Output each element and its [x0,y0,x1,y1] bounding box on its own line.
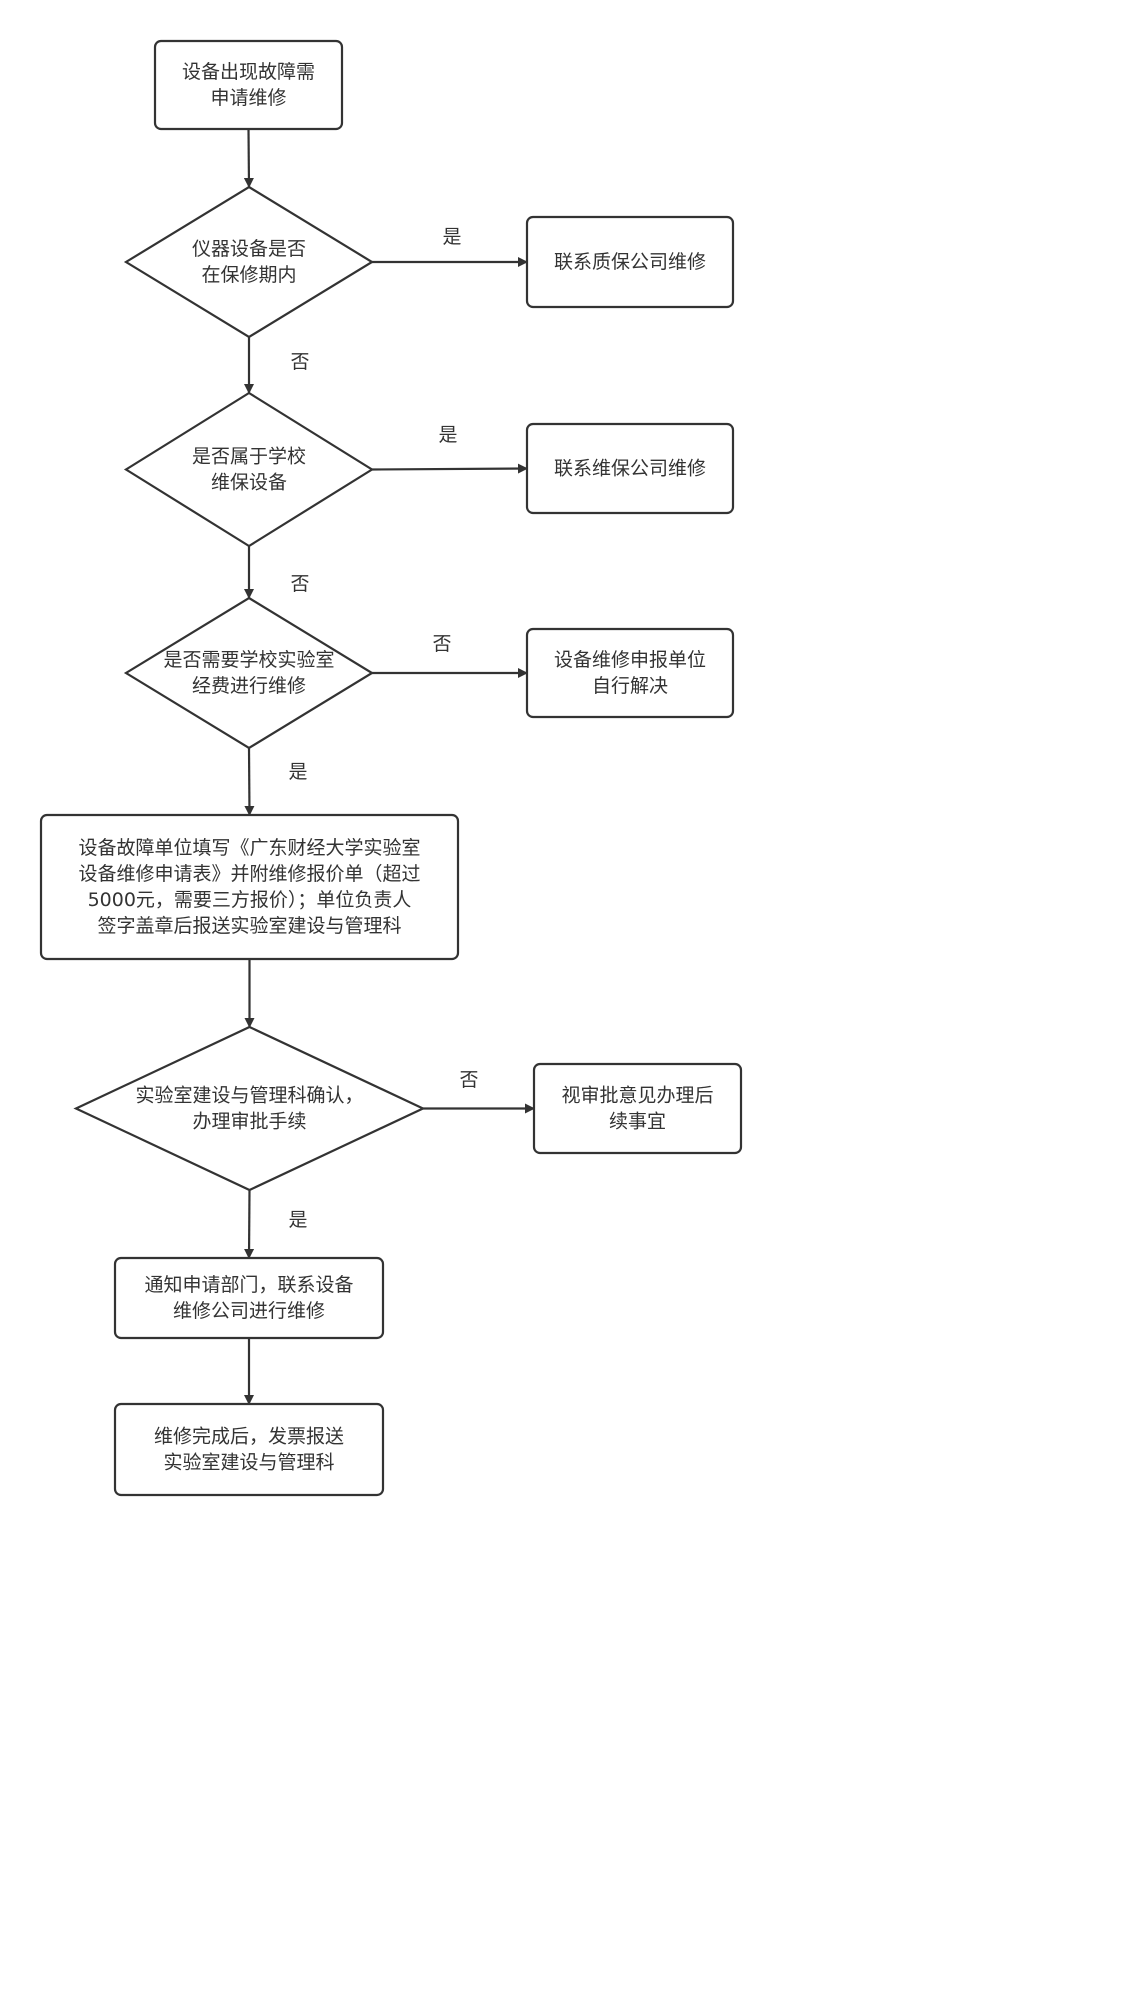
process-node-r_warranty: 联系质保公司维修 [525,215,735,309]
node-text-line: 签字盖章后报送实验室建设与管理科 [97,915,401,937]
process-box [525,627,735,719]
edge-label-no: 否 [459,1069,478,1091]
node-text-line: 申请维修 [210,87,286,109]
node-text-line: 5000元，需要三方报价）；单位负责人 [88,889,412,911]
decision-diamond [123,185,375,339]
node-text-line: 是否需要学校实验室 [163,649,334,671]
decision-diamond [73,1025,426,1192]
process-box [113,1256,385,1340]
decision-diamond [123,391,375,548]
node-text-line: 实验室建设与管理科 [163,1452,334,1474]
decision-node-d_approve: 实验室建设与管理科确认， 办理审批手续 [73,1025,426,1192]
node-text-line: 维修完成后，发票报送 [154,1426,344,1448]
node-text-line: 仪器设备是否 [192,238,306,260]
edge-label-yes: 是 [288,761,307,783]
edge-d_school-to-r_school [371,463,528,474]
edge-label-no: 否 [432,633,451,655]
edge-label-no: 否 [290,351,309,373]
edge-label-no: 否 [290,573,309,595]
node-text-line: 在保修期内 [201,264,296,286]
edge-d_approve-to-notify [244,1189,255,1259]
process-box [39,813,460,961]
node-text-line: 设备出现故障需 [182,61,315,83]
process-box [113,1402,385,1497]
edge-label-yes: 是 [438,424,457,446]
node-text-line: 联系维保公司维修 [554,458,706,480]
node-text-line: 办理审批手续 [192,1111,306,1133]
node-text-line: 续事宜 [609,1111,666,1133]
edge-start-to-d_warranty [243,128,254,188]
node-text-line: 设备维修申请表》并附维修报价单（超过 [78,863,420,885]
edge-label-yes: 是 [288,1209,307,1231]
node-text-line: 通知申请部门，联系设备 [144,1274,353,1296]
line-gap [267,722,275,729]
process-box [532,1062,743,1155]
node-text-line: 实验室建设与管理科确认， [135,1085,363,1107]
edge-label-yes: 是 [442,226,461,248]
process-box [525,422,735,515]
process-box [153,39,344,131]
edge-d_funds-to-fill_form [244,747,255,816]
decision-diamond [123,596,375,750]
process-box [525,215,735,309]
process-node-r_school: 联系维保公司维修 [525,422,735,515]
node-text-line: 是否属于学校 [192,446,306,468]
node-text-line: 经费进行维修 [192,675,306,697]
node-text-line: 设备故障单位填写《广东财经大学实验室 [78,837,420,859]
node-text-line: 自行解决 [592,675,668,697]
node-text-line: 联系质保公司维修 [554,251,706,273]
node-text-line: 维保设备 [211,472,287,494]
node-text-line: 维修公司进行维修 [173,1300,325,1322]
node-text-line: 视审批意见办理后 [561,1085,713,1107]
node-text-line: 设备维修申报单位 [554,649,706,671]
